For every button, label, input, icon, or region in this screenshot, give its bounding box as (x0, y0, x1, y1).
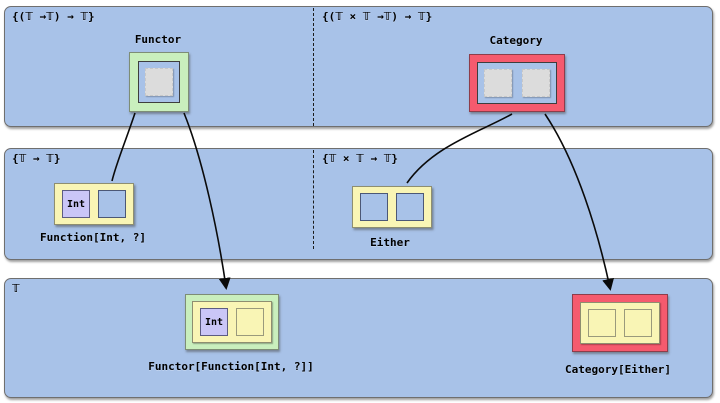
type-hole-slot (522, 69, 550, 97)
category-node-inner (477, 62, 557, 104)
kind-label-top-left: {(𝕋 →𝕋) → 𝕋} (12, 10, 95, 23)
filled-slot (236, 308, 264, 336)
int-slot: Int (200, 308, 228, 336)
functor-node-box (129, 52, 189, 112)
functor-function-box: Int (185, 294, 279, 350)
category-title: Category (489, 34, 543, 47)
hole-slot (98, 190, 126, 218)
functor-function-inner: Int (192, 301, 272, 343)
either-box (352, 186, 432, 228)
category-either-inner (580, 302, 660, 344)
kind-label-bottom: 𝕋 (12, 282, 20, 295)
divider-middle-band (313, 150, 314, 249)
divider-top-band (313, 8, 314, 126)
hole-slot (360, 193, 388, 221)
kind-label-middle-right: {𝕋 × 𝕋 → 𝕋} (322, 152, 399, 165)
filled-slot (624, 309, 652, 337)
category-node-box (469, 54, 565, 112)
type-hole-slot (484, 69, 512, 97)
kind-label-top-right: {(𝕋 × 𝕋 →𝕋) → 𝕋} (322, 10, 433, 23)
functor-function-caption: Functor[Function[Int, ?]] (148, 360, 314, 373)
filled-slot (588, 309, 616, 337)
hole-slot (396, 193, 424, 221)
int-slot: Int (62, 190, 90, 218)
category-either-caption: Category[Either] (565, 363, 671, 376)
category-either-box (572, 294, 668, 352)
kind-label-middle-left: {𝕋 → 𝕋} (12, 152, 61, 165)
function-int-box: Int (54, 183, 134, 225)
band-higher-kinds (4, 6, 713, 127)
functor-node-inner (138, 61, 180, 103)
type-hole-slot (145, 68, 173, 96)
either-caption: Either (370, 236, 410, 249)
functor-title: Functor (134, 33, 182, 46)
function-int-caption: Function[Int, ?] (40, 231, 146, 244)
